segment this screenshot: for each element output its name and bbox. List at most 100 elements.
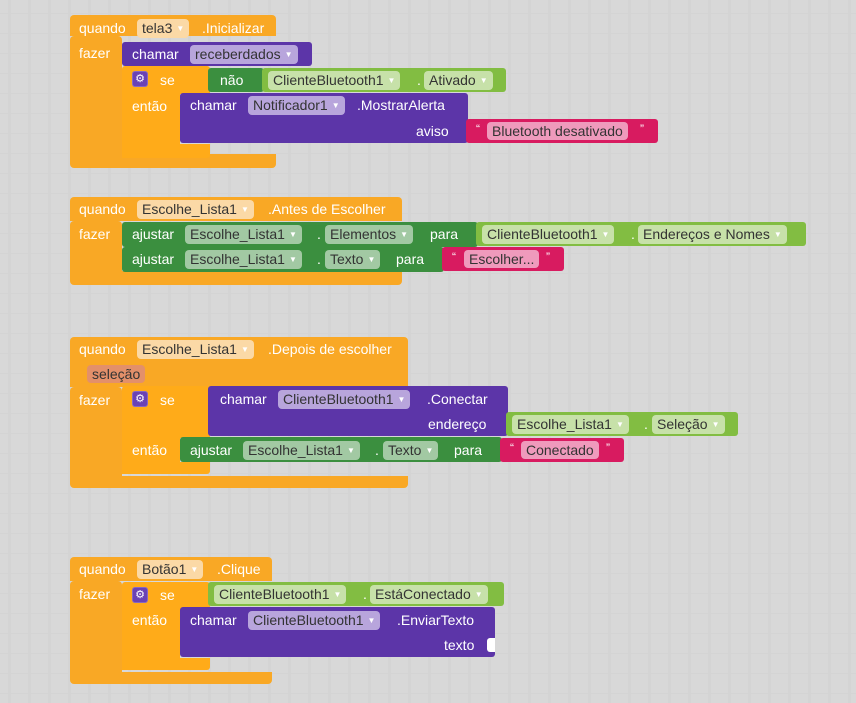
call-keyword: chamar: [220, 391, 267, 407]
text-value[interactable]: Conectado: [521, 441, 599, 459]
dropdown-arrow-icon: ▼: [479, 76, 488, 85]
not-label: não: [220, 72, 244, 88]
quote-open-icon: “: [510, 441, 514, 455]
gear-icon[interactable]: ⚙: [132, 587, 148, 603]
set-keyword: ajustar: [132, 226, 175, 242]
method-name: .EnviarTexto: [397, 612, 475, 628]
component-name: Escolhe_Lista1: [142, 201, 237, 217]
when-label: quando: [79, 201, 126, 217]
dropdown-arrow-icon: ▼: [397, 395, 406, 404]
property-name: Ativado: [429, 72, 476, 88]
dropdown-arrow-icon: ▼: [367, 255, 376, 264]
if-label: se: [160, 587, 175, 603]
component-name: ClienteBluetooth1: [283, 391, 394, 407]
dropdown-arrow-icon: ▼: [240, 205, 249, 214]
quote-close-icon: ”: [606, 441, 610, 455]
do-label: fazer: [79, 392, 111, 408]
component-dropdown[interactable]: Botão1▼: [137, 560, 204, 579]
component-name: tela3: [142, 20, 173, 36]
component-dropdown[interactable]: Escolhe_Lista1▼: [137, 200, 254, 219]
component-dropdown[interactable]: Escolhe_Lista1▼: [512, 415, 629, 434]
component-dropdown[interactable]: Escolhe_Lista1▼: [243, 441, 360, 460]
empty-input-socket[interactable]: [487, 638, 495, 652]
component-name: ClienteBluetooth1: [253, 612, 364, 628]
component-name: Escolhe_Lista1: [248, 442, 343, 458]
component-dropdown[interactable]: tela3▼: [137, 19, 190, 38]
param-label: endereço: [428, 416, 487, 432]
component-dropdown[interactable]: Escolhe_Lista1▼: [137, 340, 254, 359]
dot-separator: .: [631, 226, 635, 242]
dropdown-arrow-icon: ▼: [288, 255, 297, 264]
component-dropdown[interactable]: ClienteBluetooth1▼: [248, 611, 381, 630]
set-keyword: ajustar: [190, 442, 233, 458]
text-value[interactable]: Bluetooth desativado: [487, 122, 628, 140]
dot-separator: .: [317, 226, 321, 242]
event-name: .Clique: [217, 561, 261, 577]
component-name: ClienteBluetooth1: [219, 586, 330, 602]
dropdown-arrow-icon: ▼: [387, 76, 396, 85]
dropdown-arrow-icon: ▼: [601, 230, 610, 239]
dropdown-arrow-icon: ▼: [400, 230, 409, 239]
component-name: Notificador1: [253, 97, 328, 113]
property-name: Seleção: [657, 416, 708, 432]
component-dropdown[interactable]: Notificador1▼: [248, 96, 345, 115]
call-keyword: chamar: [190, 612, 237, 628]
component-name: Botão1: [142, 561, 187, 577]
param-label: aviso: [416, 123, 449, 139]
to-label: para: [430, 226, 459, 242]
property-name: Elementos: [330, 226, 397, 242]
procedure-dropdown[interactable]: receberdados▼: [190, 45, 298, 64]
if-label: se: [160, 72, 175, 88]
property-dropdown[interactable]: Elementos▼: [325, 225, 414, 244]
property-dropdown[interactable]: Endereços e Nomes▼: [638, 225, 787, 244]
component-dropdown[interactable]: Escolhe_Lista1▼: [185, 250, 302, 269]
quote-open-icon: “: [476, 122, 480, 136]
component-dropdown[interactable]: ClienteBluetooth1▼: [482, 225, 615, 244]
dropdown-arrow-icon: ▼: [331, 101, 340, 110]
event-parameter[interactable]: seleção: [87, 365, 146, 383]
dropdown-arrow-icon: ▼: [367, 616, 376, 625]
dropdown-arrow-icon: ▼: [333, 590, 342, 599]
component-name: Escolhe_Lista1: [517, 416, 612, 432]
if-label: se: [160, 392, 175, 408]
dropdown-arrow-icon: ▼: [284, 50, 293, 59]
then-label: então: [132, 442, 168, 458]
event-name: .Inicializar: [202, 20, 265, 36]
text-value[interactable]: Escolher...: [464, 250, 540, 268]
component-dropdown[interactable]: ClienteBluetooth1▼: [214, 585, 347, 604]
property-dropdown[interactable]: Seleção▼: [652, 415, 725, 434]
to-label: para: [454, 442, 483, 458]
param-label: texto: [444, 637, 475, 653]
do-label: fazer: [79, 586, 111, 602]
property-name: Texto: [330, 251, 364, 267]
property-dropdown[interactable]: Texto▼: [383, 441, 439, 460]
property-dropdown[interactable]: Texto▼: [325, 250, 381, 269]
property-name: EstáConectado: [375, 586, 471, 602]
to-label: para: [396, 251, 425, 267]
method-name: .Conectar: [427, 391, 488, 407]
not-block[interactable]: [208, 68, 264, 92]
set-keyword: ajustar: [132, 251, 175, 267]
component-dropdown[interactable]: ClienteBluetooth1▼: [278, 390, 411, 409]
property-dropdown[interactable]: Ativado▼: [424, 71, 493, 90]
dropdown-arrow-icon: ▼: [615, 420, 624, 429]
component-dropdown[interactable]: Escolhe_Lista1▼: [185, 225, 302, 244]
dropdown-arrow-icon: ▼: [190, 565, 199, 574]
then-label: então: [132, 612, 168, 628]
property-name: Texto: [388, 442, 422, 458]
dropdown-arrow-icon: ▼: [425, 446, 434, 455]
dot-separator: .: [363, 586, 367, 602]
gear-icon[interactable]: ⚙: [132, 391, 148, 407]
dropdown-arrow-icon: ▼: [176, 24, 185, 33]
do-label: fazer: [79, 45, 111, 61]
gear-icon[interactable]: ⚙: [132, 71, 148, 87]
dropdown-arrow-icon: ▼: [773, 230, 782, 239]
component-name: Escolhe_Lista1: [190, 251, 285, 267]
procedure-name: receberdados: [195, 46, 281, 62]
when-label: quando: [79, 341, 126, 357]
dot-separator: .: [644, 416, 648, 432]
quote-close-icon: ”: [640, 122, 644, 136]
component-dropdown[interactable]: ClienteBluetooth1▼: [268, 71, 401, 90]
property-name: Endereços e Nomes: [643, 226, 770, 242]
property-dropdown[interactable]: EstáConectado▼: [370, 585, 488, 604]
